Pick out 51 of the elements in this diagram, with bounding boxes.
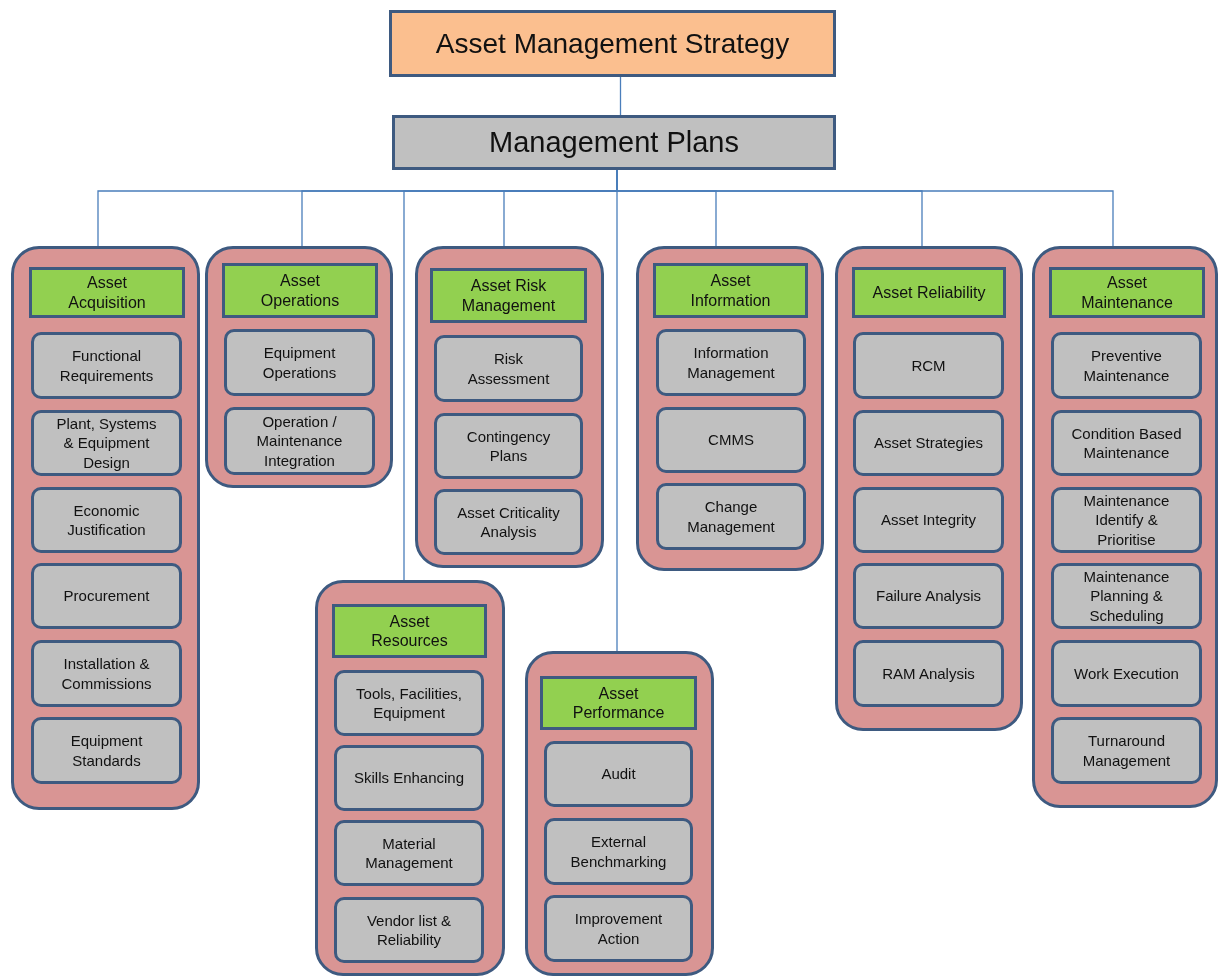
strategy-box: Asset Management Strategy	[389, 10, 836, 77]
item-box: Contingency Plans	[434, 413, 583, 479]
group-panel	[525, 651, 714, 976]
item-box: Equipment Standards	[31, 717, 182, 784]
group-header-box: Asset Risk Management	[430, 268, 587, 323]
item-box: External Benchmarking	[544, 818, 693, 885]
item-box: Installation & Commissions	[31, 640, 182, 707]
item-box: Risk Assessment	[434, 335, 583, 402]
group-panel	[636, 246, 824, 571]
item-box: Operation / Maintenance Integration	[224, 407, 375, 475]
item-box: Economic Justification	[31, 487, 182, 553]
group-header-box: Asset Performance	[540, 676, 697, 730]
item-box: Vendor list & Reliability	[334, 897, 484, 963]
item-box: Failure Analysis	[853, 563, 1004, 629]
plans-box: Management Plans	[392, 115, 836, 170]
group-header-box: Asset Operations	[222, 263, 378, 318]
group-panel	[205, 246, 393, 488]
item-box: Information Management	[656, 329, 806, 396]
group-header-box: Asset Resources	[332, 604, 487, 658]
item-box: RAM Analysis	[853, 640, 1004, 707]
item-box: Change Management	[656, 483, 806, 550]
item-box: Turnaround Management	[1051, 717, 1202, 784]
group-panel	[11, 246, 200, 810]
group-header-box: Asset Acquisition	[29, 267, 185, 318]
connector-line	[619, 76, 622, 116]
group-panel	[835, 246, 1023, 731]
group-header-box: Asset Reliability	[852, 267, 1006, 318]
group-header-box: Asset Maintenance	[1049, 267, 1205, 318]
item-box: Asset Integrity	[853, 487, 1004, 553]
item-box: Material Management	[334, 820, 484, 886]
item-box: Maintenance Planning & Scheduling	[1051, 563, 1202, 629]
group-panel	[415, 246, 604, 568]
item-box: Maintenance Identify & Prioritise	[1051, 487, 1202, 553]
group-panel	[1032, 246, 1218, 808]
item-box: Preventive Maintenance	[1051, 332, 1202, 399]
item-box: Asset Strategies	[853, 410, 1004, 476]
item-box: Equipment Operations	[224, 329, 375, 396]
group-header-box: Asset Information	[653, 263, 808, 318]
item-box: Tools, Facilities, Equipment	[334, 670, 484, 736]
group-panel	[315, 580, 505, 976]
item-box: Skills Enhancing	[334, 745, 484, 811]
item-box: Asset Criticality Analysis	[434, 489, 583, 555]
item-box: CMMS	[656, 407, 806, 473]
item-box: Work Execution	[1051, 640, 1202, 707]
item-box: Plant, Systems & Equipment Design	[31, 410, 182, 476]
item-box: Audit	[544, 741, 693, 807]
item-box: Functional Requirements	[31, 332, 182, 399]
item-box: RCM	[853, 332, 1004, 399]
item-box: Procurement	[31, 563, 182, 629]
item-box: Condition Based Maintenance	[1051, 410, 1202, 476]
item-box: Improvement Action	[544, 895, 693, 962]
